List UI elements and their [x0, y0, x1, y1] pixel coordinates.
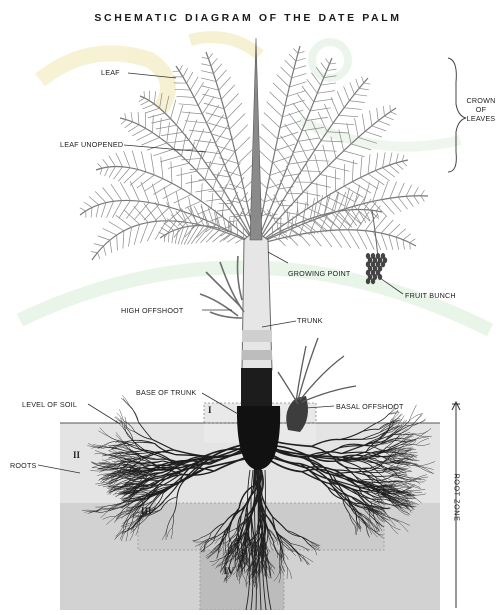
label-trunk: TRUNK	[297, 316, 323, 325]
label-fruit-bunch: FRUIT BUNCH	[405, 291, 456, 300]
label-basal-offshoot: BASAL OFFSHOOT	[336, 402, 404, 411]
leaf	[201, 52, 257, 245]
label-crown-line-3: LEAVES	[466, 114, 496, 123]
label-crown-line-1: CROWN	[466, 96, 496, 105]
zone-label-ii: II	[73, 450, 80, 460]
label-level-of-soil: LEVEL OF SOIL	[22, 400, 77, 409]
root	[409, 413, 423, 421]
label-leaf-unopened: LEAF UNOPENED	[60, 140, 123, 149]
date-fruit	[371, 278, 375, 284]
leaf	[120, 112, 256, 245]
zone-label-iii: III	[141, 506, 152, 516]
root	[377, 414, 388, 423]
trunk-lower	[241, 368, 272, 408]
label-high-offshoot: HIGH OFFSHOOT	[121, 306, 184, 315]
root	[409, 405, 416, 421]
diagram-title: SCHEMATIC DIAGRAM OF THE DATE PALM	[0, 12, 496, 24]
root	[377, 414, 388, 423]
zone-label-i: I	[208, 405, 212, 415]
leaf	[173, 65, 256, 245]
leaf	[256, 181, 428, 245]
trunk-band-1	[242, 330, 272, 342]
fruit-bunch	[366, 210, 387, 284]
label-roots: ROOTS	[10, 461, 37, 470]
root	[124, 399, 132, 408]
zone-label-iv: IV	[224, 566, 234, 576]
label-crown-line-2: OF	[466, 105, 496, 114]
label-leaf: LEAF	[101, 68, 120, 77]
crown-bracket	[448, 58, 466, 172]
label-growing-point: GROWING POINT	[288, 269, 351, 278]
label-crown-of-leaves: CROWN OF LEAVES	[466, 96, 496, 123]
unopened-leaf	[250, 38, 262, 240]
label-base-of-trunk: BASE OF TRUNK	[136, 388, 196, 397]
label-root-zone: ROOT ZONE	[453, 473, 462, 523]
trunk-upper	[242, 234, 272, 370]
root	[119, 409, 123, 421]
root	[122, 395, 130, 407]
root	[130, 407, 138, 423]
trunk-band-2	[242, 350, 272, 360]
basal-offshoot	[278, 338, 356, 432]
date-fruit	[366, 278, 370, 284]
